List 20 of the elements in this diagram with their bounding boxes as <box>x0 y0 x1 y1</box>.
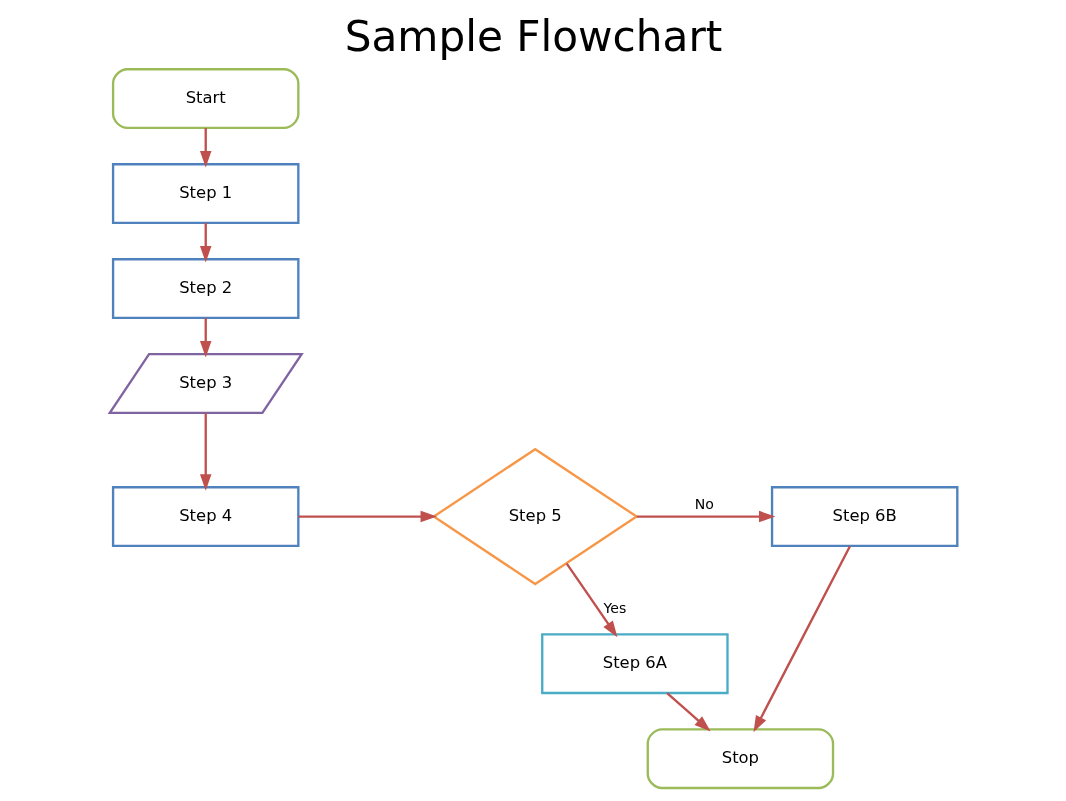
node-box: Step 2 <box>111 258 300 319</box>
node-diamond: Step 5 <box>431 447 639 586</box>
arrow <box>199 223 211 263</box>
arrow <box>297 510 437 523</box>
arrow <box>665 692 711 732</box>
arrow <box>199 128 211 168</box>
node-box: Stop <box>646 728 834 790</box>
node-box: Start <box>111 68 300 130</box>
node-box: Step 6B <box>770 486 958 548</box>
edge-label: Yes <box>603 599 626 616</box>
arrow <box>636 510 775 523</box>
node-box: Step 4 <box>111 486 300 548</box>
diagram-title: Sample Flowchart <box>344 12 722 62</box>
arrow <box>199 318 211 358</box>
edge-label: No <box>694 496 714 513</box>
arrow <box>753 545 851 733</box>
node-box: Step 6A <box>540 633 729 695</box>
arrow <box>565 562 617 638</box>
arrow <box>199 413 211 491</box>
node-box: Step 1 <box>111 163 300 225</box>
